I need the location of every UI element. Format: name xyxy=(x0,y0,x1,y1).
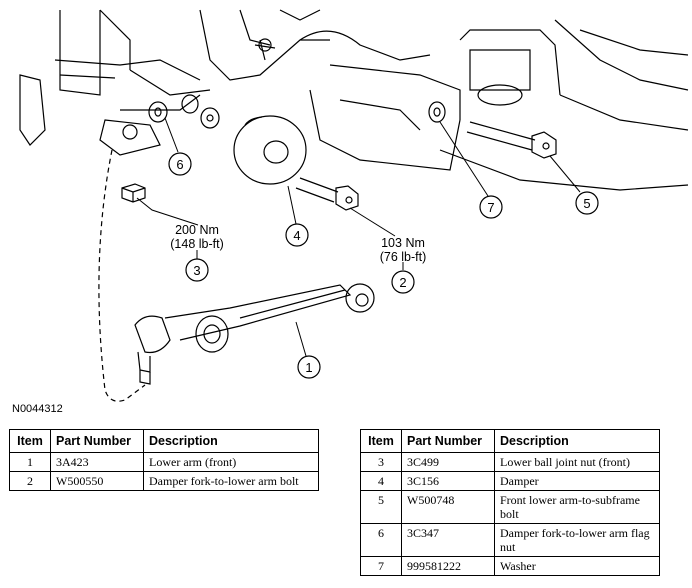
torque-3-nm: 200 Nm xyxy=(175,223,219,237)
torque-2-nm: 103 Nm xyxy=(381,236,425,250)
torque-2-lbft: (76 lb-ft) xyxy=(380,250,427,264)
lower-arm-drawing xyxy=(134,283,375,385)
item-cell: 3 xyxy=(360,452,402,472)
figure-id: N0044312 xyxy=(12,403,63,415)
header-item: Item xyxy=(9,429,51,453)
svg-text:6: 6 xyxy=(176,157,183,172)
table-header-row: Item Part Number Description xyxy=(360,429,660,453)
svg-text:2: 2 xyxy=(399,275,406,290)
svg-text:3: 3 xyxy=(193,263,200,278)
subframe-bolt-drawing xyxy=(428,101,557,159)
suspension-exploded-diagram: 6 4 3 2 7 5 1 200 Nm (148 lb-ft) 103 Nm … xyxy=(19,9,689,402)
part-number-cell: W500550 xyxy=(50,471,144,491)
part-number-cell: 3C499 xyxy=(401,452,495,472)
table-header-row: Item Part Number Description xyxy=(9,429,319,453)
description-cell: Front lower arm-to-subframe bolt xyxy=(494,490,660,524)
description-cell: Damper xyxy=(494,471,660,491)
callout-3: 3 xyxy=(185,258,209,282)
callout-7: 7 xyxy=(479,195,503,219)
part-number-cell: 3C347 xyxy=(401,523,495,557)
item-cell: 7 xyxy=(360,556,402,576)
flag-nut-drawing xyxy=(148,94,220,129)
callout-2: 2 xyxy=(391,270,415,294)
header-item: Item xyxy=(360,429,402,453)
item-cell: 4 xyxy=(360,471,402,491)
item-cell: 6 xyxy=(360,523,402,557)
part-number-cell: 999581222 xyxy=(401,556,495,576)
damper-drawing xyxy=(233,115,307,185)
description-cell: Damper fork-to-lower arm flag nut xyxy=(494,523,660,557)
header-part-number: Part Number xyxy=(401,429,495,453)
description-cell: Damper fork-to-lower arm bolt xyxy=(143,471,319,491)
torque-3-lbft: (148 lb-ft) xyxy=(170,237,224,251)
item-cell: 5 xyxy=(360,490,402,524)
header-part-number: Part Number xyxy=(50,429,144,453)
callout-6: 6 xyxy=(168,152,192,176)
alignment-dashed-line xyxy=(98,149,146,402)
callout-4: 4 xyxy=(285,223,309,247)
part-number-cell: W500748 xyxy=(401,490,495,524)
item-cell: 2 xyxy=(9,471,51,491)
description-cell: Lower arm (front) xyxy=(143,452,319,472)
subframe-drawing xyxy=(19,9,689,191)
svg-text:4: 4 xyxy=(293,228,300,243)
callout-1: 1 xyxy=(297,355,321,379)
part-number-cell: 3A423 xyxy=(50,452,144,472)
part-number-cell: 3C156 xyxy=(401,471,495,491)
callout-5: 5 xyxy=(575,191,599,215)
svg-text:7: 7 xyxy=(487,200,494,215)
damper-fork-bolt-drawing xyxy=(295,177,359,211)
item-cell: 1 xyxy=(9,452,51,472)
description-cell: Washer xyxy=(494,556,660,576)
svg-text:5: 5 xyxy=(583,196,590,211)
leader-lines xyxy=(136,117,581,357)
ball-joint-nut-drawing xyxy=(121,183,146,203)
header-description: Description xyxy=(494,429,660,453)
header-description: Description xyxy=(143,429,319,453)
description-cell: Lower ball joint nut (front) xyxy=(494,452,660,472)
svg-text:1: 1 xyxy=(305,360,312,375)
